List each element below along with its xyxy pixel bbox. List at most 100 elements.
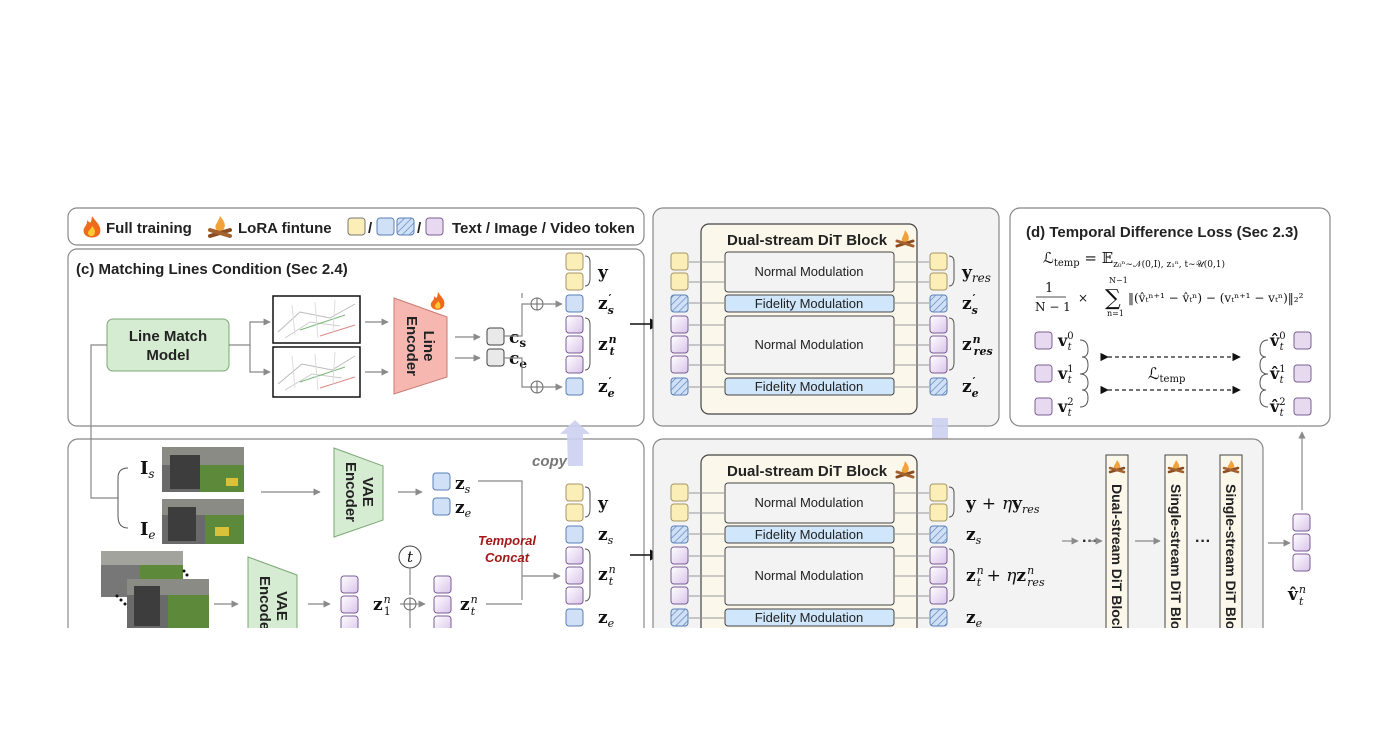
line-image-bottom: [272, 346, 361, 398]
svg-text:N − 1: N − 1: [1035, 300, 1071, 314]
ztn-tokens: [433, 575, 452, 634]
panel-d-left-tokens: [1034, 331, 1053, 416]
temporal-concat-label-1: Temporal: [478, 533, 536, 548]
output-tokens: [1292, 513, 1311, 572]
bottom-normal-mod-1-label: Normal Modulation: [754, 495, 863, 510]
top-fidelity-mod-1-label: Fidelity Modulation: [755, 296, 863, 311]
panel-d-title: (d) Temporal Difference Loss (Sec 2.3): [1026, 224, 1298, 241]
loss-equation-line-2: 1 N − 1 × N−1 ∑ n=1 ‖(v̂ₜⁿ⁺¹ − v̂ₜⁿ) − (…: [1035, 276, 1304, 318]
campfire-icon: [895, 461, 915, 479]
panel-c-title: (c) Matching Lines Condition (Sec 2.4): [76, 261, 348, 278]
bottom-normal-mod-1: [724, 482, 895, 524]
ellipsis-2: ···: [1195, 533, 1211, 550]
top-label-ze: z′e: [962, 375, 979, 400]
line-encoder-label-1: Line: [420, 331, 437, 362]
top-fidelity-mod-2: [724, 377, 895, 396]
temp-loss-label: ℒtemp: [1148, 364, 1185, 385]
bottom-dit-output-tokens: [929, 483, 948, 627]
vae-encoder-bottom-label-2: Encoder: [256, 576, 273, 636]
flame-icon: [83, 216, 101, 238]
legend-sep-2: /: [417, 220, 422, 237]
svg-text:×: ×: [1078, 291, 1088, 305]
top-normal-mod-2-label: Normal Modulation: [754, 337, 863, 352]
campfire-icon: [1167, 460, 1185, 474]
vae-encoder-top-label-2: Encoder: [342, 462, 359, 522]
legend-text-token: [347, 217, 366, 236]
bottom-normal-mod-2: [724, 546, 895, 606]
temporal-concat-label-2: Concat: [485, 550, 530, 565]
vae-encoder-top-label-1: VAE: [359, 477, 376, 507]
top-normal-mod-1-label: Normal Modulation: [754, 264, 863, 279]
panel-c-label-ze: z′e: [598, 375, 615, 400]
top-label-zs: z′s: [962, 292, 978, 317]
line-encoder: [393, 297, 448, 395]
flame-icon: [430, 292, 445, 310]
bottom-token-column: [565, 483, 584, 627]
panel-d-right-tokens: [1293, 331, 1312, 416]
bottom-dit-title: Dual-stream DiT Block: [727, 463, 888, 480]
dual-stream-block-label: Dual-stream DiT Block: [1109, 484, 1125, 634]
svg-text:n=1: n=1: [1107, 309, 1124, 318]
legend-image-token: [376, 217, 395, 236]
top-normal-mod-2: [724, 315, 895, 375]
top-dit-title: Dual-stream DiT Block: [727, 232, 888, 249]
c-e-label: ce: [509, 349, 527, 371]
svg-text:N−1: N−1: [1109, 276, 1128, 285]
campfire-icon: [895, 230, 915, 248]
bottom-label-y-eta: y + ηyres: [965, 494, 1040, 516]
top-dit-input-tokens: [670, 252, 689, 396]
video-frames: [101, 551, 209, 629]
campfire-icon: [208, 216, 232, 238]
bottom-normal-mod-2-label: Normal Modulation: [754, 568, 863, 583]
panel-c-label-zs: z′s: [598, 292, 614, 317]
oplus-top: [530, 297, 544, 311]
copy-label: copy: [532, 453, 568, 470]
top-fidelity-mod-2-label: Fidelity Modulation: [755, 379, 863, 394]
c-e-token: [486, 348, 505, 367]
campfire-icon: [1108, 460, 1126, 474]
panel-c-label-y: y: [597, 263, 609, 283]
copy-arrow: [560, 420, 590, 466]
vae-encoder-bottom-label-1: VAE: [273, 591, 290, 621]
top-fidelity-mod-1: [724, 294, 895, 313]
bottom-fidelity-mod-2: [724, 608, 895, 627]
legend-image-token-hatched: [396, 217, 415, 236]
svg-text:t: t: [407, 548, 414, 566]
legend-video-token: [425, 217, 444, 236]
z1n-tokens: [340, 575, 359, 634]
legend-tokens: Text / Image / Video token: [452, 220, 635, 237]
line-match-model-label-1: Line Match: [129, 328, 207, 345]
top-dit-output-tokens: [929, 252, 948, 396]
photo-start-frame: [162, 447, 244, 492]
legend-sep-1: /: [368, 220, 373, 237]
svg-text:‖(v̂ₜⁿ⁺¹ − v̂ₜⁿ) − (vₜⁿ⁺¹ − vₜ: ‖(v̂ₜⁿ⁺¹ − v̂ₜⁿ) − (vₜⁿ⁺¹ − vₜⁿ)‖₂²: [1128, 291, 1304, 305]
bottom-dit-input-tokens: [670, 483, 689, 627]
line-match-model-label-2: Model: [146, 347, 189, 364]
bottom-label-y: y: [597, 494, 609, 514]
legend-full-training: Full training: [106, 220, 192, 237]
svg-text:1: 1: [1045, 281, 1053, 296]
bottom-fidelity-mod-2-label: Fidelity Modulation: [755, 610, 863, 625]
top-dit-arrows: [689, 261, 929, 388]
line-encoder-label-2: Encoder: [403, 316, 420, 376]
ze-token: [432, 497, 451, 516]
top-normal-mod-1: [724, 251, 895, 293]
svg-text:∑: ∑: [1105, 286, 1121, 311]
oplus-bottom: [530, 380, 544, 394]
line-image-top: [272, 295, 361, 344]
photo-end-frame: [162, 499, 244, 544]
c-s-label: cs: [509, 328, 526, 350]
zs-token: [432, 472, 451, 491]
